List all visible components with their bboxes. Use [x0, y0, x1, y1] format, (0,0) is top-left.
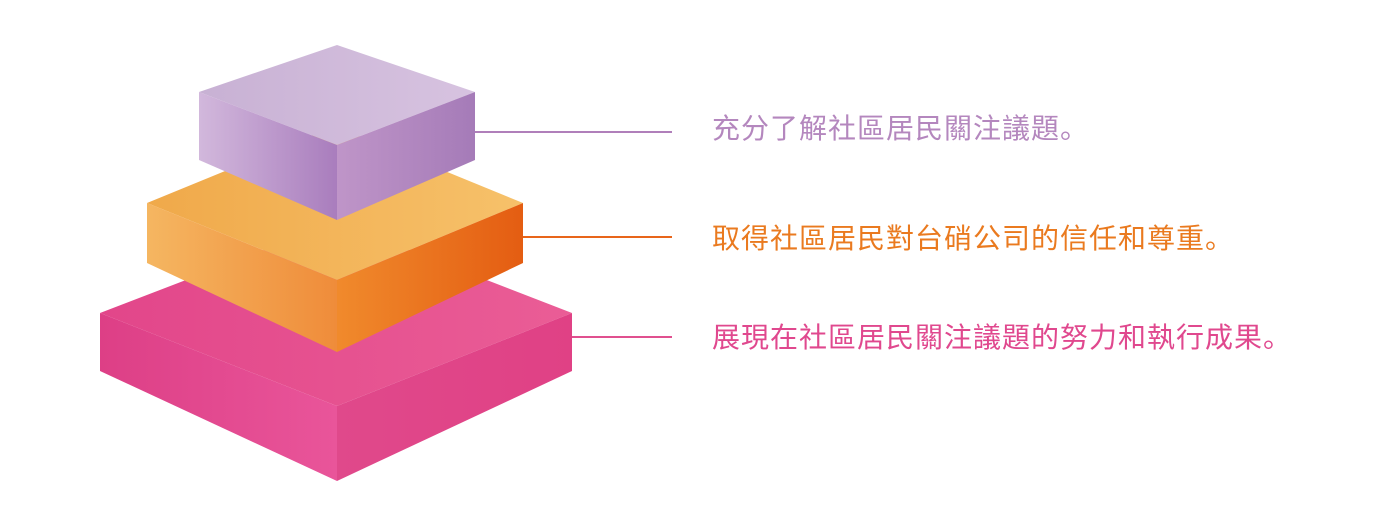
layer-middle-right-face: [337, 203, 523, 352]
layer-top-left-face: [199, 92, 337, 220]
layer-top-label: 充分了解社區居民關注議題。: [712, 112, 1090, 145]
layer-bottom-right-face: [337, 313, 572, 481]
layer-top-slab: [199, 45, 475, 220]
layer-middle-left-face: [147, 203, 337, 352]
layer-top-right-face: [337, 92, 475, 220]
layer-bottom-left-face: [100, 313, 337, 481]
layer-bottom-label: 展現在社區居民關注議題的努力和執行成果。: [712, 321, 1293, 354]
layer-top-top-face: [199, 45, 475, 145]
layer-middle-label: 取得社區居民對台硝公司的信任和尊重。: [712, 222, 1235, 255]
